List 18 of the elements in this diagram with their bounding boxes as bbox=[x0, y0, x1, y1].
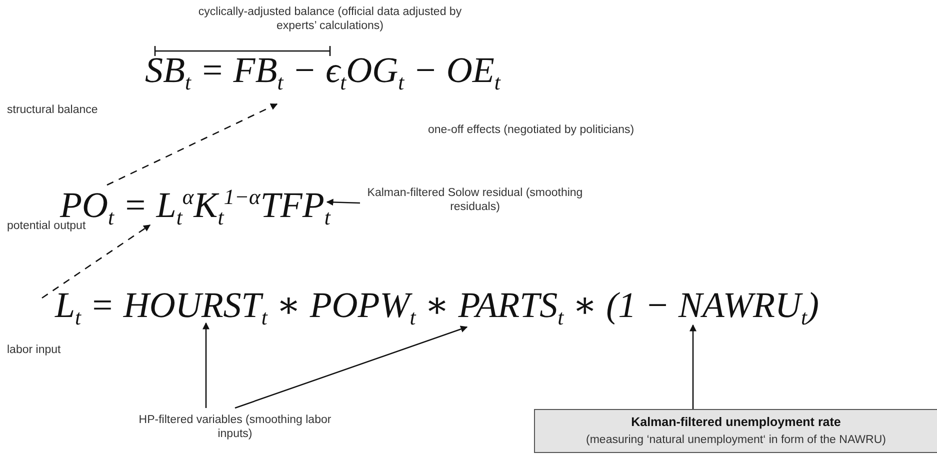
annotation-text: Kalman-filtered Solow residual (smoothing residuals) bbox=[360, 186, 590, 214]
labor-input-equation: L$_{t}$ = HOURST$_{t}$ ∗ POPW$_{t}$ ∗ PARTS$_{t}$ ∗ (1 − NAWRU$_{t}$) bbox=[55, 285, 820, 325]
arrow bbox=[326, 198, 360, 206]
arrow bbox=[690, 324, 696, 409]
equation-label: potential output bbox=[7, 219, 86, 233]
annotation-box bbox=[534, 409, 937, 453]
arrow bbox=[202, 322, 210, 408]
box-heading: Kalman-filtered unemployment rate bbox=[630, 415, 842, 429]
equation-label: one-off effects (negotiated by politicians) bbox=[428, 123, 634, 137]
box-text: (measuring ‘natural unemployment‘ in form of the NAWRU) bbox=[585, 433, 887, 447]
dashed-arrow bbox=[42, 224, 151, 299]
arrow bbox=[234, 326, 468, 409]
equation-label: structural balance bbox=[7, 103, 98, 117]
bracket-label: cyclically-adjusted balance (official data adjusted by experts’ calculations) bbox=[197, 5, 463, 33]
dashed-arrow bbox=[106, 103, 278, 186]
equation-label: labor input bbox=[7, 343, 61, 357]
structural-balance-equation: SB$_{t}$ = FB$_{t}$ − ϵ$_{t}$OG$_{t}$ − OE$_{t}$ bbox=[145, 50, 500, 90]
annotation-text: HP-filtered variables (smoothing labor inputs) bbox=[120, 413, 350, 441]
